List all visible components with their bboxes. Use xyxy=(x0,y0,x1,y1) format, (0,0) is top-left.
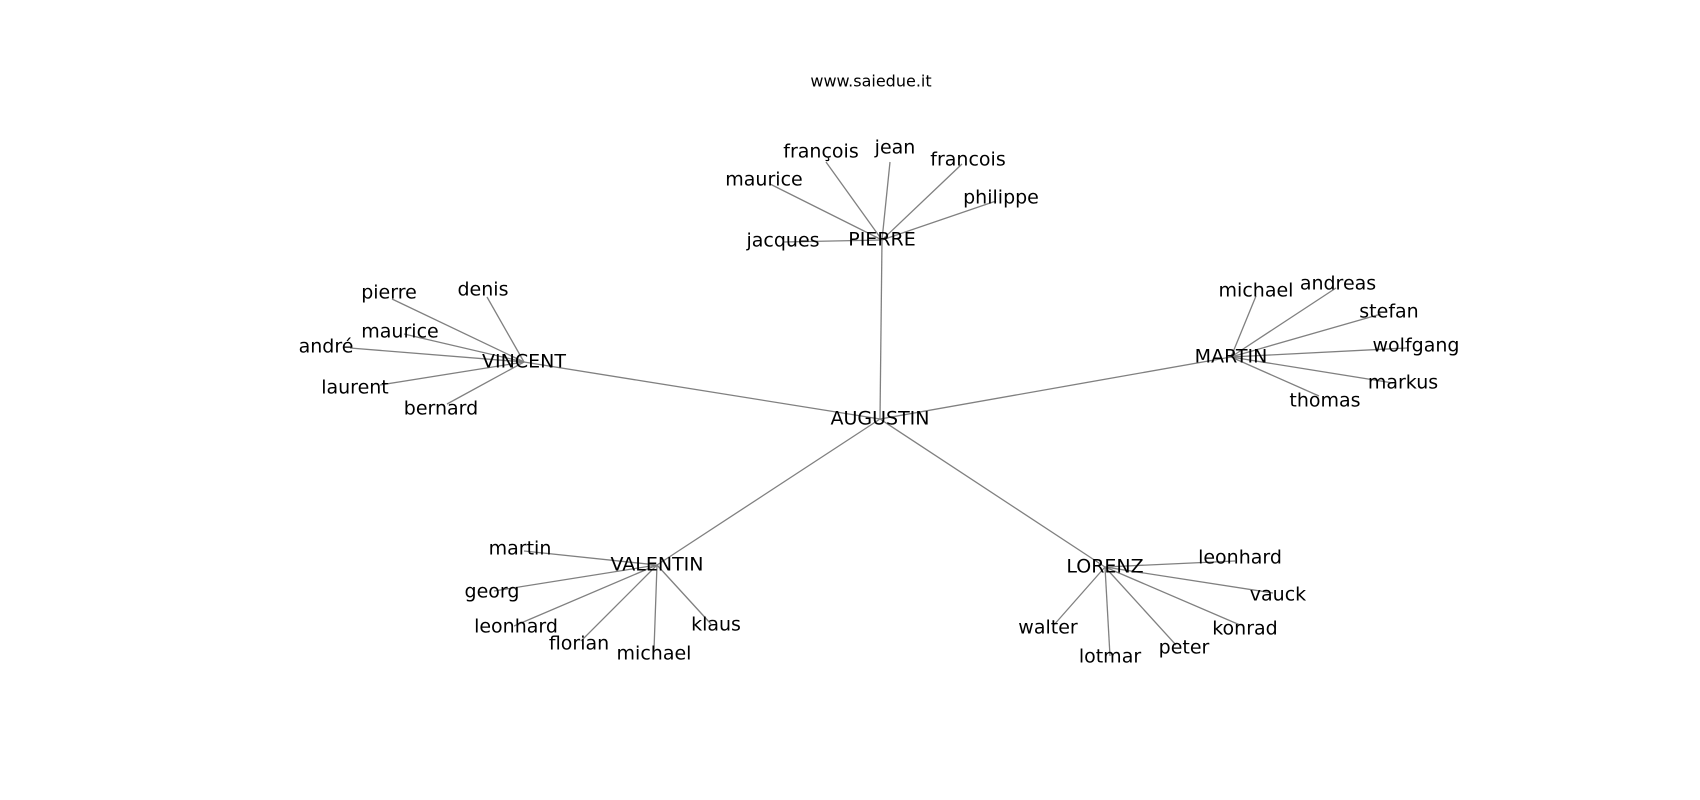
edge-martin-1 xyxy=(1230,287,1337,358)
node-root: AUGUSTIN xyxy=(830,408,929,430)
node-leaf-valentin-4: michael xyxy=(617,643,692,665)
node-branch-vincent: VINCENT xyxy=(482,351,566,373)
edge-valentin-2 xyxy=(513,564,658,627)
node-leaf-pierre-4: francois xyxy=(930,149,1005,171)
node-leaf-pierre-0: jacques xyxy=(745,230,819,252)
edge-vincent-3 xyxy=(349,347,525,363)
edge-valentin-1 xyxy=(493,564,658,592)
node-branch-valentin: VALENTIN xyxy=(610,554,703,576)
node-leaf-martin-1: andreas xyxy=(1300,273,1376,295)
node-branch-martin: MARTIN xyxy=(1195,346,1268,368)
edge-lorenz-5 xyxy=(1052,566,1106,627)
edge-root-martin xyxy=(879,356,1232,420)
node-leaf-pierre-2: françois xyxy=(783,141,858,163)
edge-pierre-2 xyxy=(825,161,883,241)
node-leaf-pierre-3: jean xyxy=(874,137,916,159)
node-leaf-martin-5: thomas xyxy=(1289,390,1360,412)
edge-root-pierre xyxy=(879,239,883,420)
node-leaf-lorenz-4: lotmar xyxy=(1079,646,1142,668)
node-leaf-martin-3: wolfgang xyxy=(1373,335,1460,357)
node-leaf-lorenz-3: peter xyxy=(1159,637,1210,659)
edge-vincent-5 xyxy=(446,361,525,405)
node-leaf-vincent-5: bernard xyxy=(404,398,478,420)
edges-layer xyxy=(349,161,1408,657)
edge-root-lorenz xyxy=(879,418,1106,568)
edge-pierre-4 xyxy=(881,163,963,241)
node-leaf-lorenz-2: konrad xyxy=(1212,618,1278,640)
node-leaf-vincent-4: laurent xyxy=(321,377,389,399)
node-leaf-martin-2: stefan xyxy=(1359,301,1418,323)
node-leaf-martin-4: markus xyxy=(1368,372,1438,394)
node-branch-pierre: PIERRE xyxy=(848,229,915,251)
edge-valentin-0 xyxy=(523,550,658,566)
edge-pierre-1 xyxy=(769,183,883,241)
edge-pierre-5 xyxy=(881,200,997,241)
node-leaf-valentin-1: georg xyxy=(465,581,520,603)
edge-vincent-2 xyxy=(403,333,525,363)
website-caption: www.saiedue.it xyxy=(810,72,931,91)
edge-martin-5 xyxy=(1230,356,1320,397)
node-leaf-vincent-3: andré xyxy=(299,336,354,358)
edge-martin-3 xyxy=(1230,347,1408,358)
node-leaf-vincent-1: denis xyxy=(458,279,509,301)
edge-valentin-5 xyxy=(656,564,712,625)
node-leaf-valentin-0: martin xyxy=(489,538,552,560)
edge-lorenz-0 xyxy=(1104,560,1236,568)
edge-vincent-4 xyxy=(379,361,525,386)
edge-martin-2 xyxy=(1230,313,1382,358)
node-leaf-lorenz-1: vauck xyxy=(1250,584,1306,606)
edge-lorenz-2 xyxy=(1104,566,1241,626)
node-leaf-lorenz-5: walter xyxy=(1018,617,1078,639)
labels-layer: www.saiedue.it AUGUSTIN PIERRE jacques maur… xyxy=(299,72,1460,668)
node-leaf-lorenz-0: leonhard xyxy=(1198,547,1282,569)
node-leaf-pierre-1: maurice xyxy=(725,169,802,191)
node-leaf-pierre-5: philippe xyxy=(963,187,1039,209)
edge-lorenz-3 xyxy=(1104,566,1177,646)
edge-valentin-4 xyxy=(653,564,658,651)
edge-lorenz-4 xyxy=(1104,566,1111,657)
edge-martin-0 xyxy=(1230,295,1257,358)
edge-valentin-3 xyxy=(580,564,658,642)
edge-pierre-3 xyxy=(881,161,891,241)
node-leaf-valentin-3: florian xyxy=(549,633,609,655)
edge-vincent-0 xyxy=(391,298,525,363)
node-branch-lorenz: LORENZ xyxy=(1066,556,1143,578)
node-leaf-martin-0: michael xyxy=(1219,280,1294,302)
node-leaf-valentin-5: klaus xyxy=(691,614,741,636)
node-leaf-vincent-0: pierre xyxy=(361,282,417,304)
node-leaf-vincent-2: maurice xyxy=(361,321,438,343)
edge-root-vincent xyxy=(523,361,881,420)
edge-martin-4 xyxy=(1230,356,1394,384)
edge-root-valentin xyxy=(656,418,881,566)
edge-vincent-1 xyxy=(486,296,525,363)
edge-lorenz-1 xyxy=(1104,566,1274,594)
edge-pierre-0 xyxy=(782,239,883,243)
node-leaf-valentin-2: leonhard xyxy=(474,616,558,638)
